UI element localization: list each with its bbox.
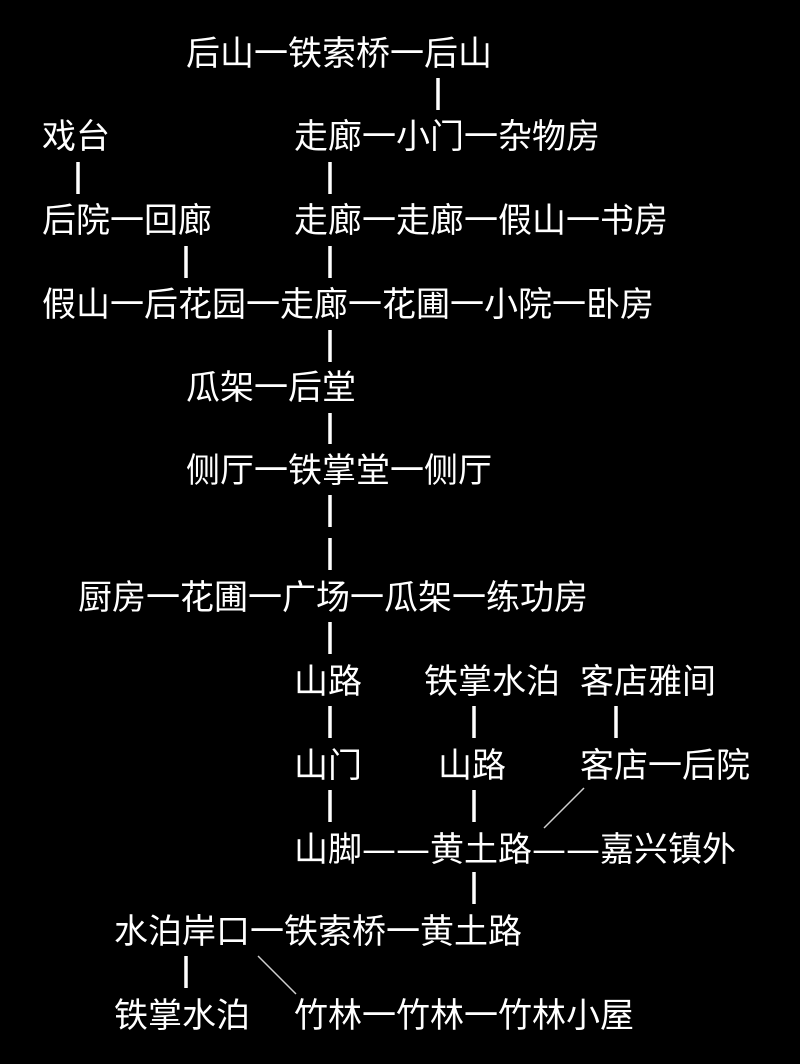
row-8-right: 客店雅间 xyxy=(580,662,716,702)
room-label: 走廊 xyxy=(280,285,348,325)
room-label: 小院 xyxy=(484,285,552,325)
path-connector: 一 xyxy=(246,285,280,325)
path-connector: 一 xyxy=(248,578,282,618)
room-label: 小门 xyxy=(396,117,464,157)
room-label: 瓜架 xyxy=(384,578,452,618)
room-label: 花圃 xyxy=(180,578,248,618)
path-connector: 一 xyxy=(648,746,682,786)
connector-diag-2 xyxy=(257,955,297,995)
path-connector: 一 xyxy=(464,201,498,241)
row-7: 厨房一花圃一广场一瓜架一练功房 xyxy=(78,578,588,618)
room-label: 嘉兴镇外 xyxy=(600,830,736,870)
room-label: 铁索桥 xyxy=(284,912,386,952)
room-label: 黄土路 xyxy=(430,830,532,870)
connector-diag-1 xyxy=(543,787,585,829)
room-label: 书房 xyxy=(600,201,668,241)
room-label: 花圃 xyxy=(382,285,450,325)
path-connector: 一 xyxy=(452,578,486,618)
room-label: 后院 xyxy=(42,201,110,241)
room-label: 山路 xyxy=(294,662,362,702)
room-label: 山路 xyxy=(438,746,506,786)
row-3-left: 后院一回廊 xyxy=(42,201,212,241)
room-label: 卧房 xyxy=(586,285,654,325)
room-label: 客店雅间 xyxy=(580,662,716,702)
path-connector: 一 xyxy=(362,201,396,241)
row-2-center: 走廊一小门一杂物房 xyxy=(294,117,600,157)
path-connector: 一 xyxy=(350,578,384,618)
row-9-left: 山门 xyxy=(294,746,362,786)
room-label: 后堂 xyxy=(288,368,356,408)
room-label: 竹林小屋 xyxy=(498,996,634,1036)
room-label: 假山 xyxy=(498,201,566,241)
room-label: 练功房 xyxy=(486,578,588,618)
path-connector: 一 xyxy=(450,285,484,325)
room-label: 铁索桥 xyxy=(288,34,390,74)
room-label: 山脚 xyxy=(294,830,362,870)
room-label: 戏台 xyxy=(42,117,110,157)
room-label: 后山 xyxy=(186,34,254,74)
row-3-center: 走廊一走廊一假山一书房 xyxy=(294,201,668,241)
path-connector: 一 xyxy=(146,578,180,618)
row-12-center: 竹林一竹林一竹林小屋 xyxy=(294,996,634,1036)
path-connector: 一 xyxy=(390,34,424,74)
path-connector: 一 xyxy=(390,451,424,491)
path-connector: 一 xyxy=(362,996,396,1036)
room-label: 后山 xyxy=(424,34,492,74)
path-connector: 一 xyxy=(464,117,498,157)
room-label: 后院 xyxy=(682,746,750,786)
path-connector: 一 xyxy=(250,912,284,952)
room-label: 广场 xyxy=(282,578,350,618)
room-label: 山门 xyxy=(294,746,362,786)
row-11: 水泊岸口一铁索桥一黄土路 xyxy=(114,912,522,952)
path-connector: 一 xyxy=(552,285,586,325)
path-connector: 一 xyxy=(464,996,498,1036)
room-label: 回廊 xyxy=(144,201,212,241)
row-1: 后山一铁索桥一后山 xyxy=(186,34,492,74)
room-label: 客店 xyxy=(580,746,648,786)
path-connector: 一 xyxy=(348,285,382,325)
row-9-center: 山路 xyxy=(438,746,506,786)
row-8-center: 铁掌水泊 xyxy=(424,662,560,702)
room-label: 后花园 xyxy=(144,285,246,325)
row-5: 瓜架一后堂 xyxy=(186,368,356,408)
path-connector: 一 xyxy=(362,117,396,157)
path-connector: 一 xyxy=(254,368,288,408)
room-label: 瓜架 xyxy=(186,368,254,408)
row-6: 侧厅一铁掌堂一侧厅 xyxy=(186,451,492,491)
room-label: 走廊 xyxy=(294,117,362,157)
path-connector: 一 xyxy=(110,285,144,325)
room-label: 水泊岸口 xyxy=(114,912,250,952)
path-connector: 一 xyxy=(110,201,144,241)
row-2-left: 戏台 xyxy=(42,117,110,157)
room-label: 竹林 xyxy=(294,996,362,1036)
row-9-right: 客店一后院 xyxy=(580,746,750,786)
path-connector: 一 xyxy=(386,912,420,952)
room-label: 侧厅 xyxy=(186,451,254,491)
path-connector: 一 xyxy=(566,201,600,241)
room-label: 侧厅 xyxy=(424,451,492,491)
room-label: 杂物房 xyxy=(498,117,600,157)
path-connector: 一 xyxy=(254,34,288,74)
path-connector: 一 xyxy=(254,451,288,491)
room-label: 黄土路 xyxy=(420,912,522,952)
room-label: 铁掌堂 xyxy=(288,451,390,491)
row-12-left: 铁掌水泊 xyxy=(114,996,250,1036)
room-label: 走廊 xyxy=(396,201,464,241)
room-label: 铁掌水泊 xyxy=(424,662,560,702)
room-label: 竹林 xyxy=(396,996,464,1036)
row-8-left: 山路 xyxy=(294,662,362,702)
room-label: 走廊 xyxy=(294,201,362,241)
room-label: 厨房 xyxy=(78,578,146,618)
row-4: 假山一后花园一走廊一花圃一小院一卧房 xyxy=(42,285,654,325)
path-connector: —— xyxy=(532,830,600,870)
row-10: 山脚——黄土路——嘉兴镇外 xyxy=(294,830,736,870)
path-connector: —— xyxy=(362,830,430,870)
room-label: 铁掌水泊 xyxy=(114,996,250,1036)
room-label: 假山 xyxy=(42,285,110,325)
